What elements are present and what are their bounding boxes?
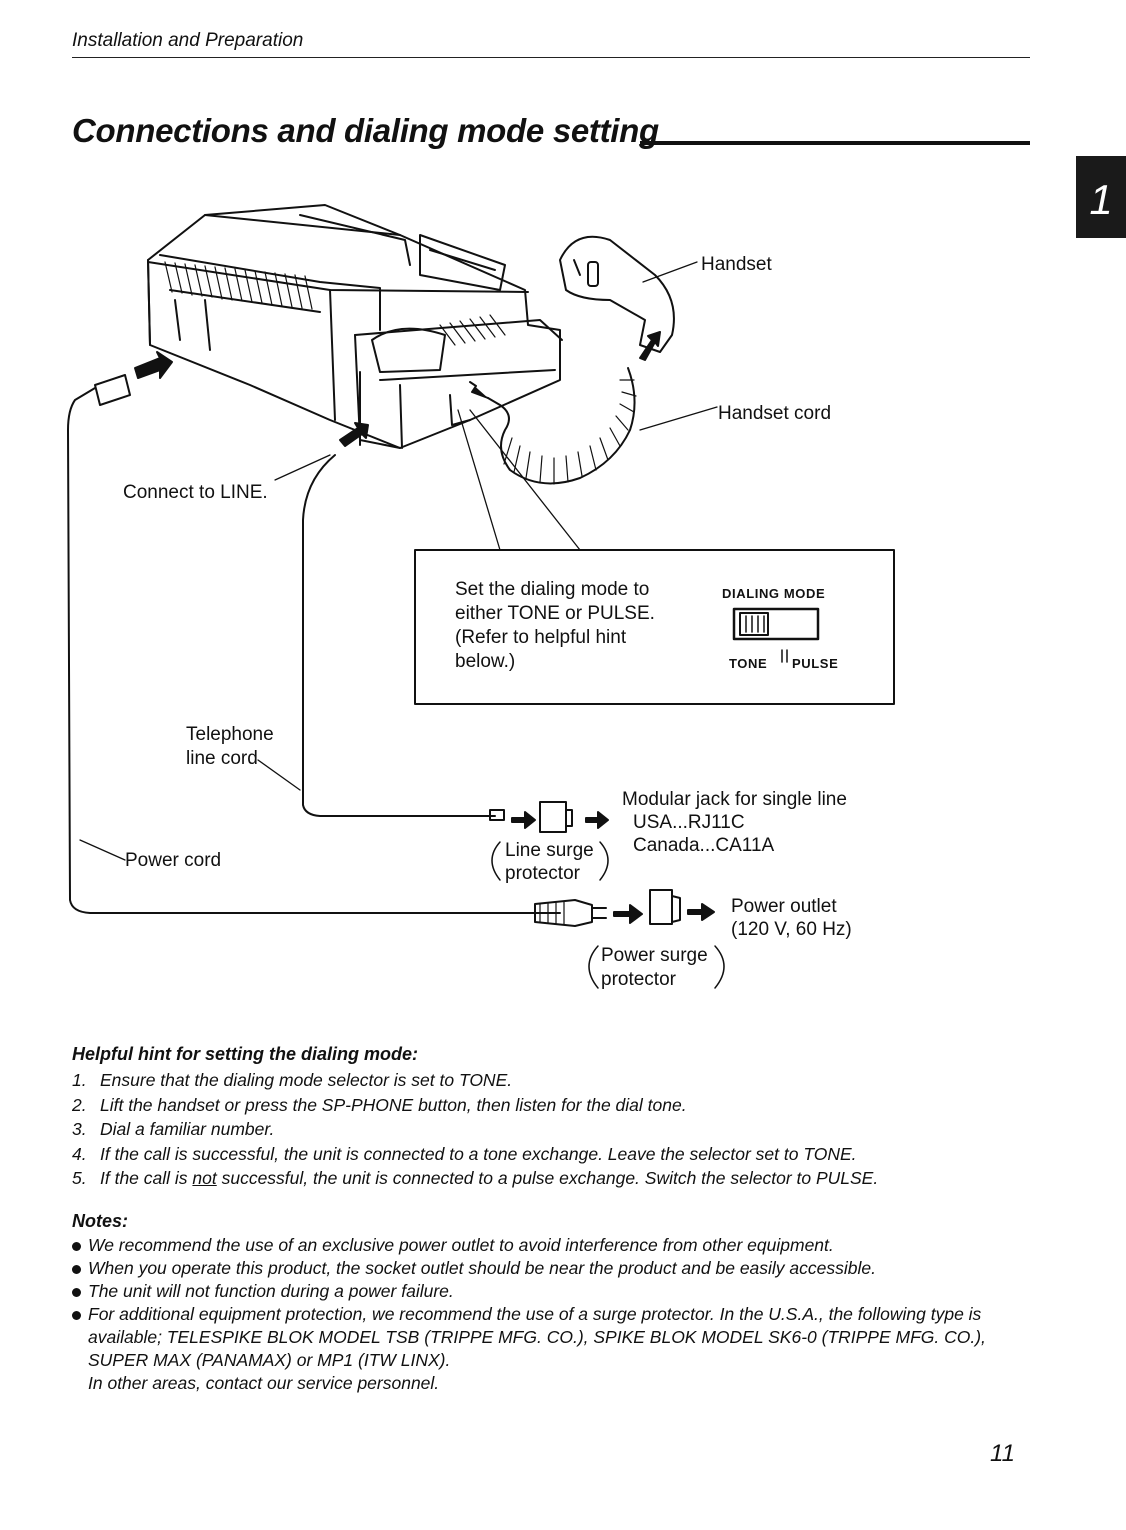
dialing-instruction-line-4: below.) [455,651,516,672]
header-rule [72,57,1030,58]
hint-item: 4.If the call is successful, the unit is… [72,1143,857,1164]
label-line-surge-1: Line surge [505,840,594,861]
label-telephone-line-cord-2: line cord [186,748,258,769]
label-modular-jack-usa: USA...RJ11C [633,812,745,833]
dialing-mode-pulse-label: PULSE [792,656,839,671]
hint-item: 2.Lift the handset or press the SP-PHONE… [72,1094,687,1115]
dialing-mode-box [414,549,895,705]
chapter-tab: 1 [1076,156,1126,238]
hint-item: 1.Ensure that the dialing mode selector … [72,1070,513,1090]
note-item: For additional equipment protection, we … [72,1303,1017,1372]
note-continuation: In other areas, contact our service pers… [88,1373,440,1393]
label-power-cord: Power cord [125,850,222,871]
running-header: Installation and Preparation [72,30,304,51]
title-rule [640,141,1030,145]
label-power-outlet-spec: (120 V, 60 Hz) [731,919,852,940]
label-modular-jack-canada: Canada...CA11A [633,835,775,856]
dialing-instruction-line-1: Set the dialing mode to [455,579,650,600]
label-line-surge-2: protector [505,863,580,884]
note-item: The unit will not function during a powe… [72,1280,1017,1303]
dialing-instruction-line-2: either TONE or PULSE. [455,603,655,624]
hint-item: 3.Dial a familiar number. [72,1119,275,1139]
power-cord-line [67,387,561,914]
bullet-icon [72,1242,81,1251]
label-handset-cord: Handset cord [718,403,832,424]
label-telephone-line-cord-1: Telephone [186,724,274,745]
hint-list: 1.Ensure that the dialing mode selector … [72,1068,878,1191]
page-number: 11 [990,1440,1015,1467]
notes-heading: Notes: [72,1211,129,1231]
note-item: When you operate this product, the socke… [72,1257,1017,1280]
handset-drawing [559,235,675,353]
hint-item: 5.If the call is not successful, the uni… [72,1168,879,1188]
hint-heading: Helpful hint for setting the dialing mod… [72,1044,418,1064]
label-handset: Handset [701,254,772,275]
label-modular-jack: Modular jack for single line [622,789,847,810]
label-power-surge-1: Power surge [601,945,708,966]
dialing-instruction-line-3: (Refer to helpful hint [455,627,627,648]
label-connect-to-line: Connect to LINE. [123,482,268,503]
handset-cord-drawing [487,367,636,485]
note-item: We recommend the use of an exclusive pow… [72,1234,1017,1257]
notes-list: We recommend the use of an exclusive pow… [72,1234,1017,1395]
label-power-surge-2: protector [601,969,676,990]
fax-grille-drawing [164,261,506,346]
connection-diagram [67,204,895,989]
emphasis-not: not [192,1168,217,1188]
telephone-line-cord-line [302,454,496,817]
dialing-mode-switch-title: DIALING MODE [722,586,826,601]
label-power-outlet: Power outlet [731,896,837,917]
dialing-mode-tone-label: TONE [729,656,768,671]
bullet-icon [72,1288,81,1297]
page-title: Connections and dialing mode setting [72,112,659,149]
bullet-icon [72,1265,81,1274]
fax-machine-drawing [147,204,563,449]
bullet-icon [72,1311,81,1320]
